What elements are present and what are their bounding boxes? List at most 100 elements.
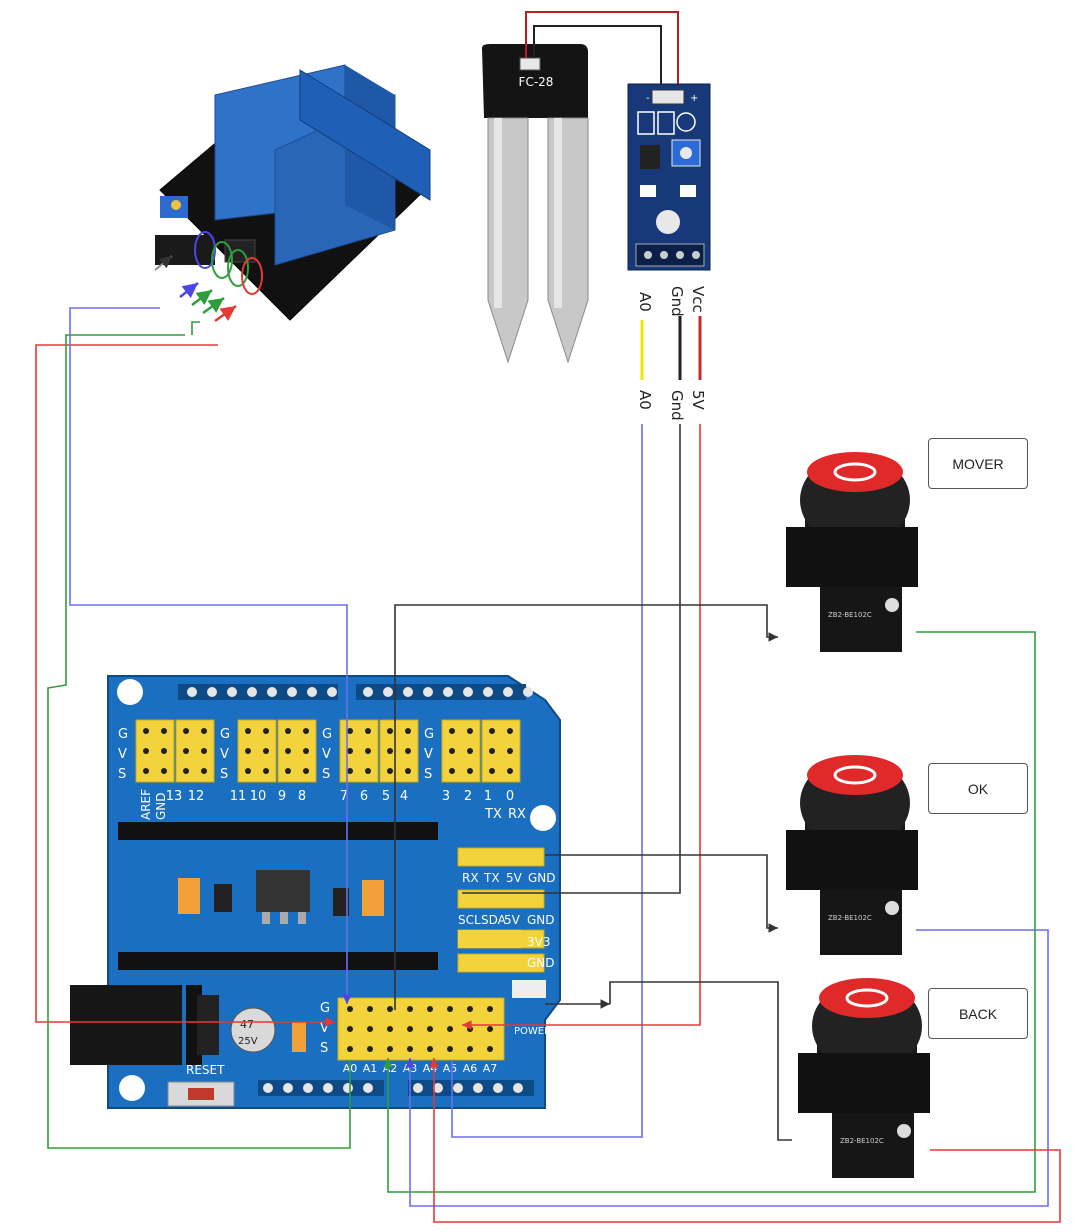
header-pin <box>161 768 167 774</box>
header-pin <box>449 768 455 774</box>
header-pin <box>303 768 309 774</box>
relay-module <box>154 64 431 323</box>
button-ce-mark <box>885 901 899 915</box>
header-pin <box>245 728 251 734</box>
pin-label-a0: A0 <box>636 292 654 312</box>
header-pin <box>489 768 495 774</box>
push-button-back: ZB2-BE102C <box>798 978 930 1178</box>
header-pin <box>467 768 473 774</box>
header-pin <box>183 748 189 754</box>
header-pin <box>161 728 167 734</box>
header-pin <box>365 728 371 734</box>
row-letter: S <box>118 767 126 782</box>
digital-pin-label: 6 <box>360 789 368 804</box>
wire-label-gnd: Gnd <box>668 390 686 421</box>
uart-label: TX <box>483 871 500 885</box>
power-label: POWER <box>514 1026 551 1037</box>
header-pin <box>183 728 189 734</box>
analog-pin <box>347 1006 353 1012</box>
pin-hole <box>303 1083 313 1093</box>
button-part-label: ZB2-BE102C <box>828 914 872 922</box>
header-pin <box>449 748 455 754</box>
row-letter: G <box>322 727 332 742</box>
analog-pin <box>447 1006 453 1012</box>
header-pin <box>467 748 473 754</box>
header-block <box>379 719 419 783</box>
pin-hole <box>327 687 337 697</box>
header-pin <box>201 748 207 754</box>
wire-label-a0: A0 <box>636 390 654 410</box>
header-block <box>237 719 277 783</box>
analog-pin <box>347 1026 353 1032</box>
row-letter: V <box>424 747 433 762</box>
svg-text:-: - <box>646 93 650 104</box>
analog-pin <box>407 1046 413 1052</box>
header-pin <box>347 728 353 734</box>
analog-pin-label: A7 <box>483 1062 498 1075</box>
wires <box>35 307 1061 1223</box>
analog-pin-label: A6 <box>463 1062 478 1075</box>
button-cap <box>807 452 903 492</box>
header-block <box>481 719 521 783</box>
side-header <box>457 953 545 973</box>
button-part-label: ZB2-BE102C <box>828 611 872 619</box>
pin-hole <box>513 1083 523 1093</box>
button-cap <box>819 978 915 1018</box>
sensor-model-label: FC-28 <box>519 75 554 89</box>
cap-voltage: 25V <box>238 1036 258 1047</box>
header-pin <box>507 768 513 774</box>
digital-pin-label: 10 <box>250 789 267 804</box>
mover-label-box: MOVER <box>928 438 1028 489</box>
analog-pin <box>347 1046 353 1052</box>
pin-hole <box>493 1083 503 1093</box>
soil-probe: FC-28 <box>482 44 589 364</box>
pin-hole <box>227 687 237 697</box>
digital-pin-label: 8 <box>298 789 306 804</box>
header-block <box>277 719 317 783</box>
analog-pin <box>467 1006 473 1012</box>
header-pin <box>303 748 309 754</box>
header-pin <box>285 768 291 774</box>
analog-pin <box>427 1046 433 1052</box>
analog-pin-label: A2 <box>383 1062 398 1075</box>
analog-pin <box>427 1006 433 1012</box>
uart-label: 5V <box>506 871 523 885</box>
pin-hole <box>287 687 297 697</box>
analog-pin <box>427 1026 433 1032</box>
header-3v3-label: 3V3 <box>527 935 550 949</box>
header-block <box>175 719 215 783</box>
digital-pin-label: 4 <box>400 789 408 804</box>
header-pin <box>303 728 309 734</box>
digital-pin-label: 5 <box>382 789 390 804</box>
analog-pin <box>387 1046 393 1052</box>
header-pin <box>405 768 411 774</box>
analog-pin <box>447 1026 453 1032</box>
pin-hole <box>207 687 217 697</box>
button-cap <box>807 755 903 795</box>
header-pin <box>489 748 495 754</box>
pin-hole <box>343 1083 353 1093</box>
side-header <box>457 889 545 909</box>
i2c-label: SCL <box>458 913 481 927</box>
uart-label: RX <box>462 871 479 885</box>
header-pin <box>467 728 473 734</box>
push-button-ok: ZB2-BE102C <box>786 755 918 955</box>
header-pin <box>365 768 371 774</box>
digital-pin-label: 2 <box>464 789 472 804</box>
analog-pin <box>407 1026 413 1032</box>
row-letter: S <box>424 767 432 782</box>
analog-pin-label: A5 <box>443 1062 458 1075</box>
header-pin <box>365 748 371 754</box>
analog-pin <box>367 1026 373 1032</box>
button-ring-icon <box>845 988 889 1008</box>
ok-label: OK <box>967 780 989 797</box>
header-pin <box>143 728 149 734</box>
analog-pin <box>407 1006 413 1012</box>
pin-hole <box>283 1083 293 1093</box>
button-contact-block <box>832 1113 914 1178</box>
pin-hole <box>403 687 413 697</box>
header-pin <box>263 728 269 734</box>
cap-value: 47 <box>240 1018 254 1031</box>
push-button-mover: ZB2-BE102C <box>786 452 918 652</box>
